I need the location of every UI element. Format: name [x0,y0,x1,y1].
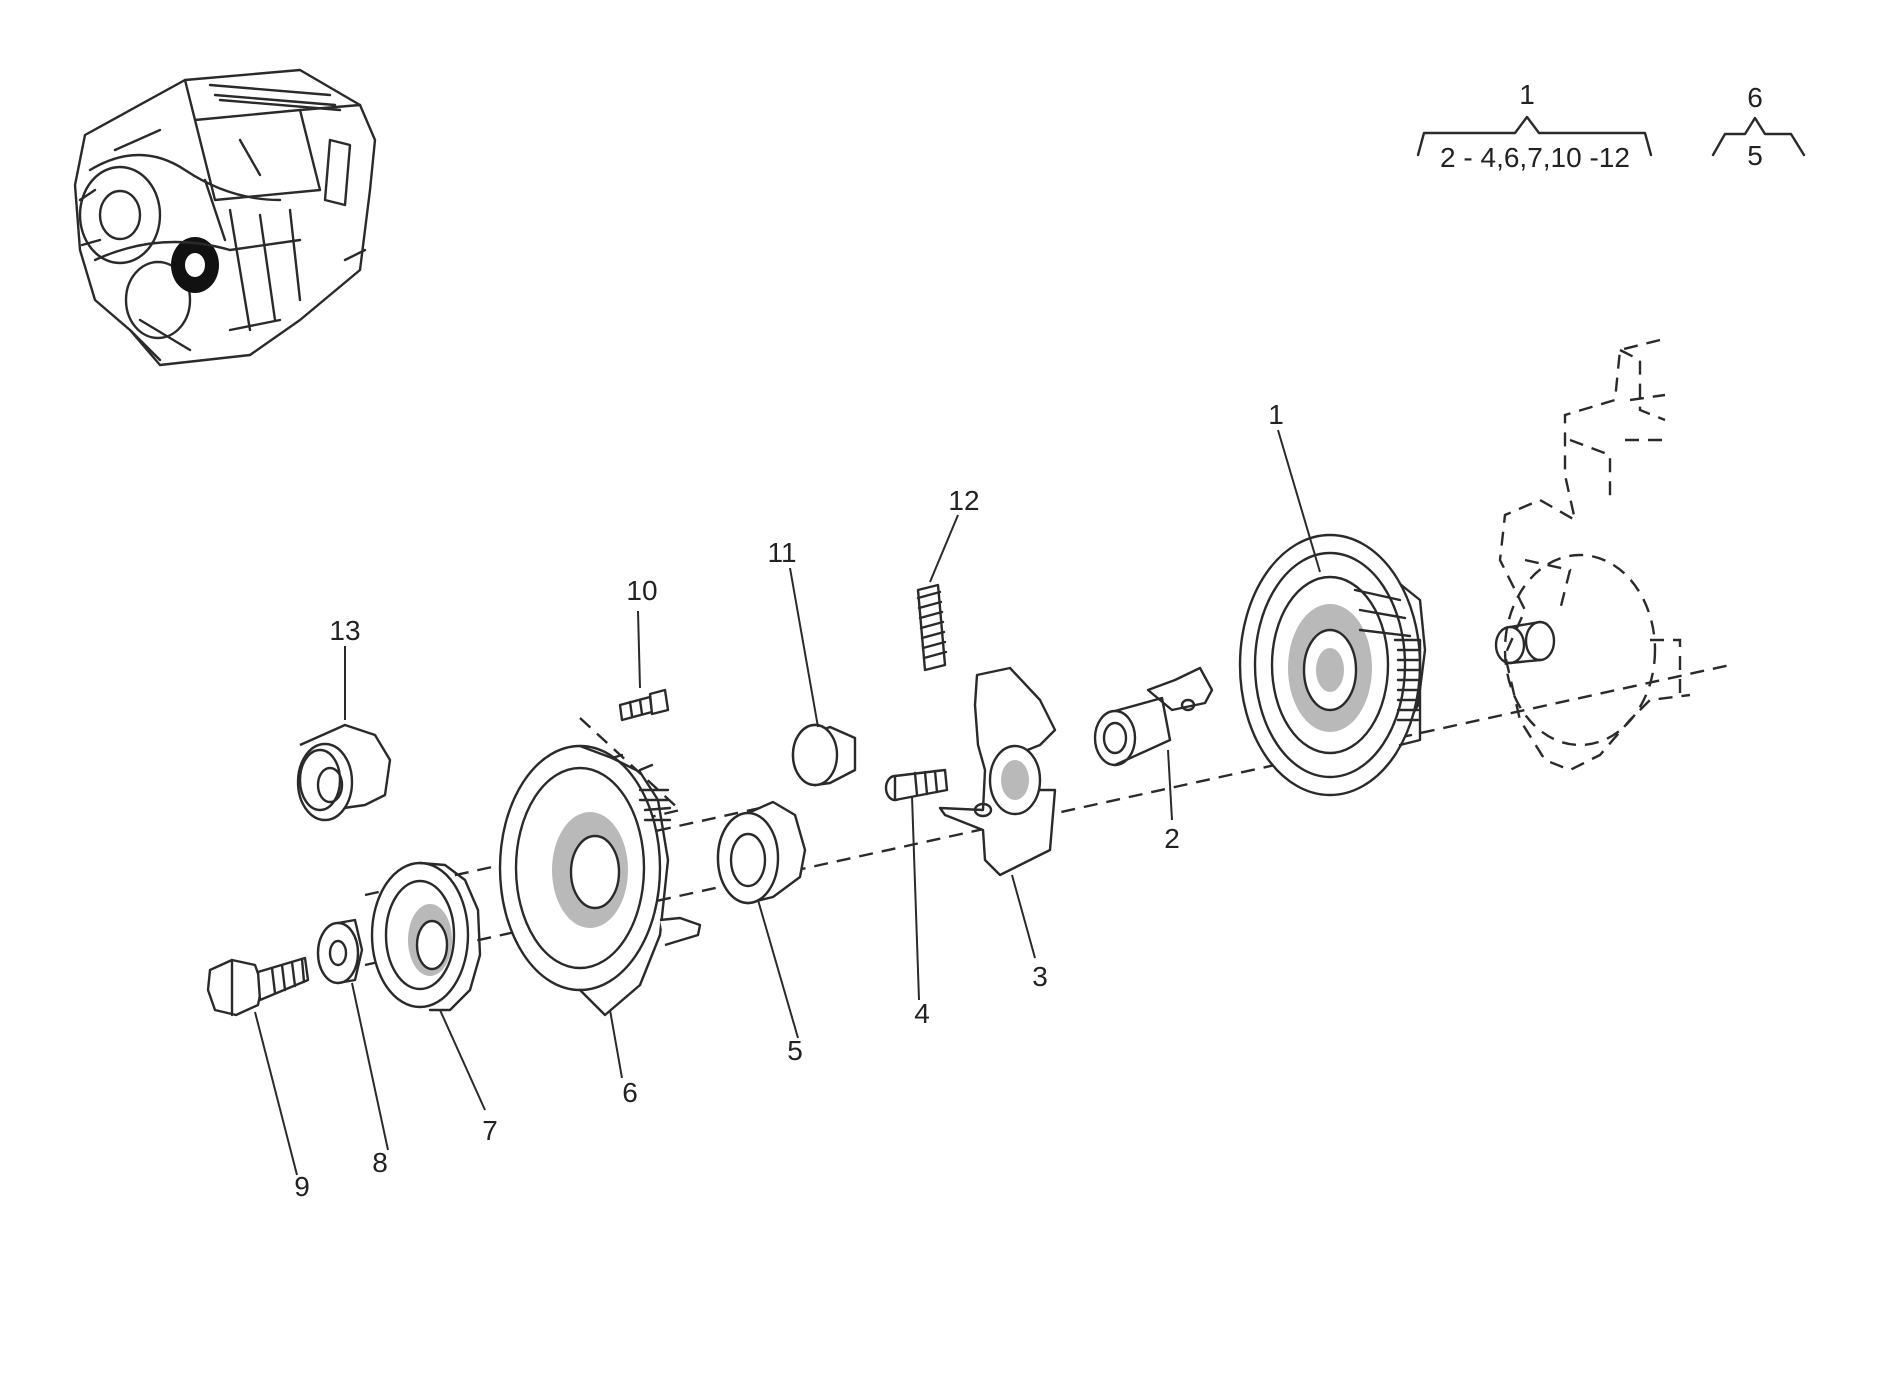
engine-thumbnail-icon [73,68,377,367]
part-9-bolt-icon [206,956,310,1017]
part-12-spring-icon [916,583,948,672]
part-11-sleeve [791,723,857,787]
part-8-washer-icon [316,918,364,985]
callout-3: 3 [1032,961,1048,992]
legend-a-top: 1 [1519,79,1535,110]
callout-labels: 1 2 3 4 5 6 7 8 9 10 11 12 13 [294,399,1284,1202]
legend-b-top: 6 [1747,82,1763,113]
callout-5: 5 [787,1035,803,1066]
part-4-bolt-icon [884,768,949,802]
callout-13: 13 [329,615,360,646]
part-10-screw-icon [618,688,670,722]
part-1-pulley [1238,533,1427,797]
callout-6: 6 [622,1077,638,1108]
callout-10: 10 [626,575,657,606]
legend-a-bottom: 2 - 4,6,7,10 -12 [1440,142,1630,173]
legend-b-bottom: 5 [1747,140,1763,171]
callout-11: 11 [767,537,796,568]
part-2-hub [1093,666,1214,767]
callout-8: 8 [372,1147,388,1178]
callout-2: 2 [1164,823,1180,854]
callout-4: 4 [914,998,930,1029]
callout-1: 1 [1268,399,1284,430]
callout-12: 12 [948,485,979,516]
callout-7: 7 [482,1115,498,1146]
part-6-pulley-icon [498,744,702,1017]
part-3-bracket [938,666,1057,877]
part-7-ring [370,861,482,1012]
part-13-cap [296,723,392,822]
engine-block-phantom [1494,338,1691,772]
legend-group-a: 1 2 - 4,6,7,10 -12 [1416,79,1653,173]
legend-group-b: 6 5 [1711,82,1806,171]
callout-9: 9 [294,1171,310,1202]
part-5-spacer [716,800,807,905]
leader-lines [254,429,1321,1176]
